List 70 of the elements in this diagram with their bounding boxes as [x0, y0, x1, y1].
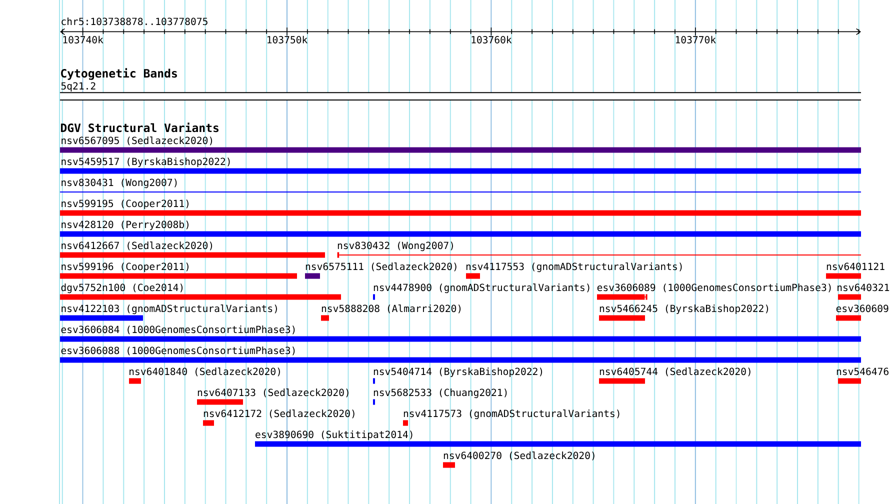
node-label: nsv6400270 (Sedlazeck2020) [444, 452, 594, 460]
variant-bar: nsv4117573 (gnomADStructuralVariants) [403, 410, 620, 426]
region-label: chr5:103738878..103778075 [62, 18, 208, 26]
node-label: 5q21.2 [61, 82, 96, 92]
node-label: nsv6412172 (Sedlazeck2020) [204, 410, 354, 418]
node-label: nsv428120 (Perry2008b) [62, 220, 188, 230]
variant-bar: nsv4117553 (gnomADStructuralVariants) [466, 262, 682, 279]
variant-bar: nsv5404714 (ByrskaBishop2022) [373, 368, 542, 384]
track-title: DGV Structural Variants [60, 122, 218, 132]
node-label: nsv599196 (Cooper2011) [62, 262, 188, 272]
node-label: esv3606089 (1000GenomesConsortiumPhase3) [597, 284, 831, 292]
variant-bar: nsv5888208 (Almarri2020) [321, 304, 461, 321]
node-label: nsv5682533 (Chuang2021) [374, 388, 507, 398]
variant-bar: nsv5682533 (Chuang2021) [373, 388, 507, 405]
tick-label: 103770k [676, 36, 716, 44]
node-label: esv360609 [836, 304, 888, 312]
variant-bar: nsv546476 [836, 368, 888, 384]
variant-bar: nsv4122103 (gnomADStructuralVariants) [60, 304, 277, 321]
variant-bar: nsv4478900 (gnomADStructuralVariants) [373, 284, 590, 300]
variant-bar: nsv6567095 (Sedlazeck2020) [60, 136, 861, 153]
node-label: esv3890690 (Suktitipat2014) [256, 430, 412, 440]
variant-bar: nsv6405744 (Sedlazeck2020) [599, 368, 750, 384]
tick-label: 103760k [472, 36, 512, 44]
node-label: nsv5466245 (ByrskaBishop2022) [600, 304, 768, 314]
variant-bar: nsv640321 [838, 284, 890, 300]
variant-bar: dgv5752n100 (Coe2014) [60, 284, 341, 300]
variant-bar: nsv6575111 (Sedlazeck2020) [305, 262, 456, 279]
node-label: nsv4117553 (gnomADStructuralVariants) [466, 262, 682, 272]
node-label: nsv6567095 (Sedlazeck2020) [62, 136, 212, 146]
node-label: nsv4478900 (gnomADStructuralVariants) [374, 284, 590, 294]
variant-bar: esv3606088 (1000GenomesConsortiumPhase3) [60, 346, 861, 363]
variant-bar: nsv599196 (Cooper2011) [60, 262, 297, 279]
track-title: Cytogenetic Bands [61, 68, 177, 80]
node-label: nsv4122103 (gnomADStructuralVariants) [62, 304, 277, 314]
node-label: esv3606088 (1000GenomesConsortiumPhase3) [61, 346, 295, 356]
node-label: nsv5404714 (ByrskaBishop2022) [374, 368, 542, 378]
variant-bar: nsv599195 (Cooper2011) [60, 200, 861, 216]
variant-bar: esv3606084 (1000GenomesConsortiumPhase3) [60, 326, 861, 342]
variant-bar: nsv5459517 (ByrskaBishop2022) [60, 158, 861, 174]
variant-bar: nsv830432 (Wong2007) [337, 242, 862, 258]
variant-bar: nsv6412667 (Sedlazeck2020) [60, 242, 325, 258]
node-label: nsv5888208 (Almarri2020) [322, 304, 461, 314]
node-label: nsv830432 (Wong2007) [338, 242, 453, 252]
variant-bar: esv360609 [836, 304, 888, 321]
variant-bar: nsv5466245 (ByrskaBishop2022) [599, 304, 768, 321]
variant-bar: nsv6401121 [826, 262, 884, 279]
node-label: nsv599195 (Cooper2011) [62, 200, 188, 210]
node-label: esv3606084 (1000GenomesConsortiumPhase3) [61, 326, 295, 334]
node-label: nsv6575111 (Sedlazeck2020) [306, 262, 456, 272]
tick-label: 103750k [268, 36, 308, 44]
node-label: nsv6401840 (Sedlazeck2020) [130, 368, 280, 376]
tick-label: 103740k [63, 36, 104, 44]
node-label: nsv6401121 [826, 262, 884, 270]
node-label: dgv5752n100 (Coe2014) [61, 284, 183, 294]
node-label: nsv640321 [838, 284, 890, 292]
variant-bar: nsv428120 (Perry2008b) [60, 220, 861, 237]
variant-bar: nsv830431 (Wong2007) [60, 178, 862, 192]
variant-bar: esv3606089 (1000GenomesConsortiumPhase3) [597, 284, 831, 300]
variant-bar: nsv6401840 (Sedlazeck2020) [129, 368, 280, 384]
node-label: nsv546476 [836, 368, 888, 376]
node-label: nsv4117573 (gnomADStructuralVariants) [404, 410, 620, 420]
chromosome-band: 5q21.2 [60, 82, 862, 100]
variant-bar: esv3890690 (Suktitipat2014) [255, 430, 861, 447]
node-label: nsv6405744 (Sedlazeck2020) [600, 368, 750, 376]
variant-bar: nsv6400270 (Sedlazeck2020) [443, 452, 594, 468]
node-label: nsv6412667 (Sedlazeck2020) [62, 242, 212, 250]
variant-bar: nsv6407133 (Sedlazeck2020) [197, 388, 348, 405]
node-label: nsv5459517 (ByrskaBishop2022) [62, 158, 230, 168]
variant-bar: nsv6412172 (Sedlazeck2020) [203, 410, 354, 426]
node-label: nsv6407133 (Sedlazeck2020) [198, 388, 348, 398]
